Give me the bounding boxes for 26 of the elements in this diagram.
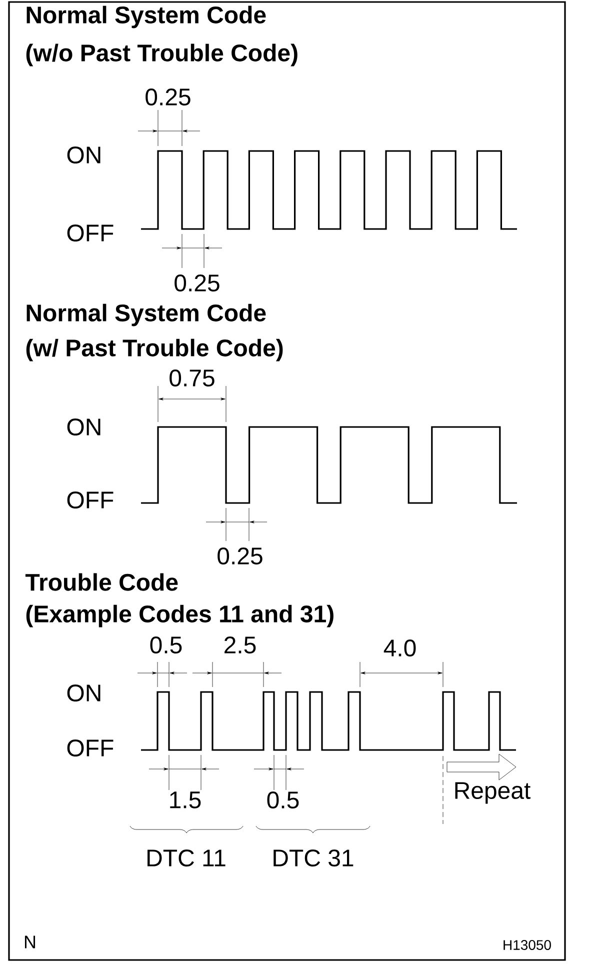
dimension-label: 0.25 [218, 548, 262, 564]
section-heading: Trouble Code [25, 573, 178, 591]
dimension-label: 0.5 [150, 636, 182, 654]
section-heading: Normal System Code [26, 304, 266, 326]
code-label: DTC 11 [148, 850, 226, 866]
dimension-label: 0.75 [170, 370, 214, 386]
code-label: DTC 31 [274, 850, 354, 866]
dimension-label: 4.0 [384, 640, 416, 656]
dimension-label: 0.25 [174, 274, 220, 292]
dimension-label: 0.5 [267, 792, 299, 808]
level-label: OFF [67, 224, 114, 242]
figure-code: H13050 [504, 940, 551, 950]
dimension-label: 0.25 [146, 88, 190, 106]
section-heading: Normal System Code [26, 6, 266, 28]
level-label: ON [67, 684, 100, 702]
section-heading: (w/ Past Trouble Code) [26, 338, 283, 362]
section-heading: (w/o Past Trouble Code) [26, 44, 298, 66]
dimension-label: 1.5 [170, 792, 201, 808]
level-label: OFF [67, 492, 114, 508]
section-heading: (Example Codes 11 and 31) [26, 604, 334, 628]
level-label: ON [67, 146, 100, 164]
repeat-label: Repeat [455, 782, 530, 804]
level-label: ON [67, 418, 100, 436]
corner-mark: N [24, 936, 36, 948]
dimension-label: 2.5 [224, 636, 256, 654]
level-label: OFF [67, 740, 114, 756]
